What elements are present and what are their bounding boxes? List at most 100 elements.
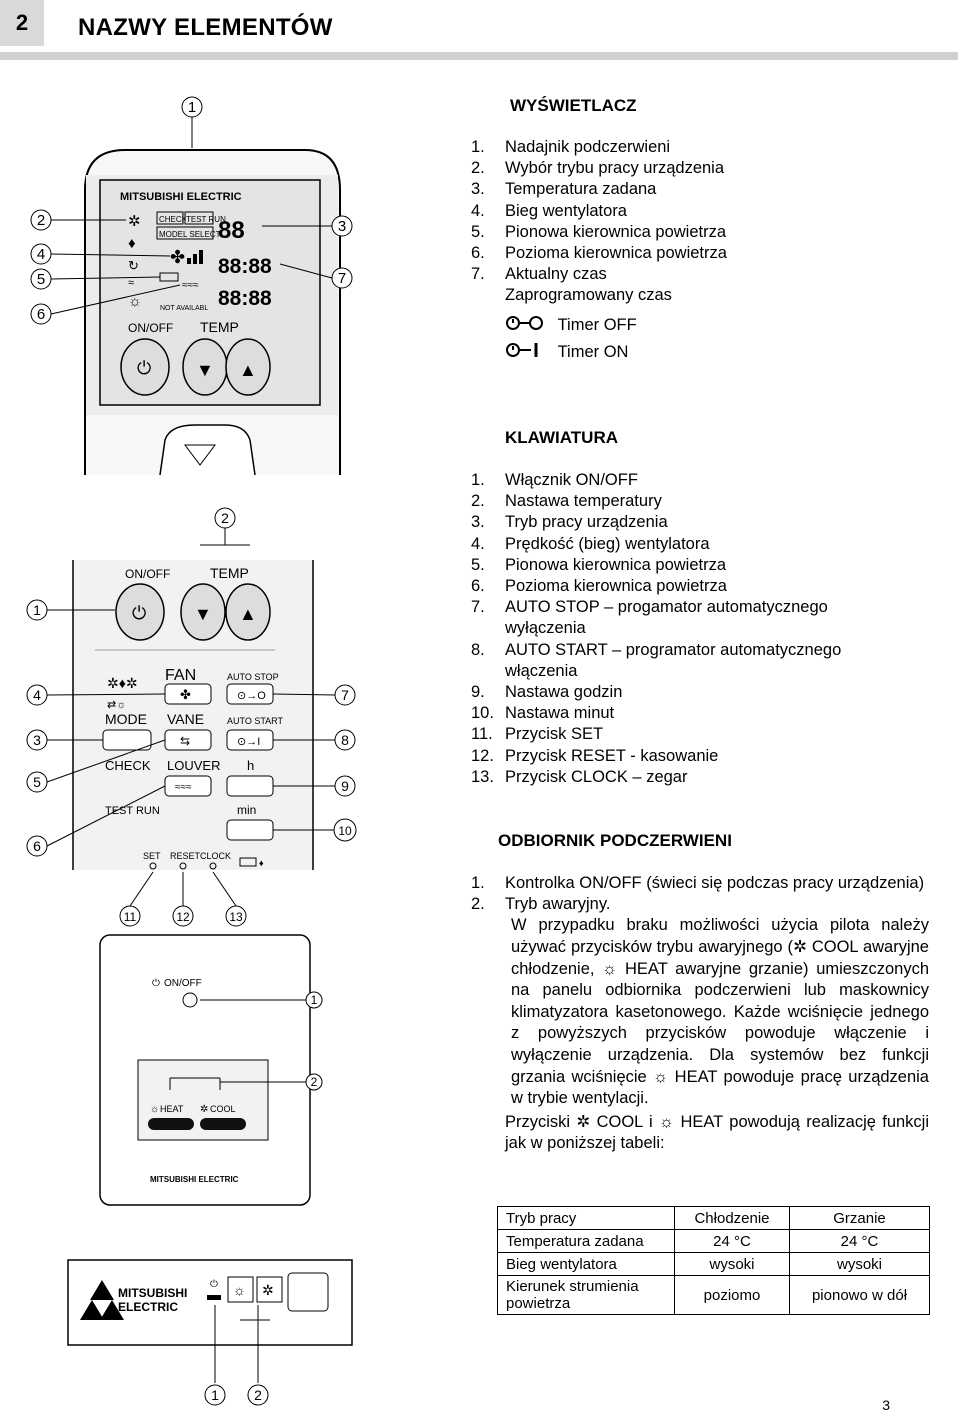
- keyboard-list-item: 5.Pionowa kierownica powietrza: [471, 555, 727, 574]
- svg-text:h: h: [247, 758, 254, 773]
- svg-text:ON/OFF: ON/OFF: [128, 321, 173, 335]
- svg-text:⇆: ⇆: [180, 734, 190, 748]
- svg-text:6: 6: [33, 838, 41, 854]
- table-cell: 24 °C: [674, 1229, 790, 1253]
- svg-text:⇄☼: ⇄☼: [107, 699, 126, 711]
- display-list-item: 7.Aktualny czas: [471, 265, 607, 284]
- heat-icon: ☼: [659, 1112, 675, 1131]
- svg-text:1: 1: [311, 993, 318, 1007]
- svg-text:♦: ♦: [128, 235, 136, 252]
- svg-text:VANE: VANE: [167, 711, 204, 727]
- table-cell: 24 °C: [789, 1229, 930, 1253]
- svg-text:NOT AVAILABL: NOT AVAILABL: [160, 305, 208, 312]
- display-list-item: 6.Pozioma kierownica powietrza: [471, 244, 727, 263]
- svg-text:ELECTRIC: ELECTRIC: [118, 1300, 178, 1314]
- table-cell: Bieg wentylatora: [497, 1252, 675, 1276]
- svg-text:LOUVER: LOUVER: [167, 758, 220, 773]
- remote-display-drawing: MITSUBISHI ELECTRIC ✲ ♦ ↻ ≈ ☼ CHECK TEST…: [30, 96, 353, 476]
- table-cell: poziomo: [674, 1275, 790, 1315]
- svg-text:MITSUBISHI ELECTRIC: MITSUBISHI ELECTRIC: [150, 1175, 239, 1184]
- keyboard-list-item: 1.Włącznik ON/OFF: [471, 471, 638, 489]
- timer-on-icon: [505, 341, 547, 364]
- svg-text:MODEL SELECT: MODEL SELECT: [159, 230, 221, 239]
- svg-text:☼: ☼: [128, 293, 142, 310]
- heat-icon: ☼: [602, 959, 618, 978]
- lcd-timer: 88:88: [218, 287, 272, 310]
- svg-text:✤: ✤: [180, 687, 191, 702]
- keyboard-list-item: 3.Tryb pracy urządzenia: [471, 513, 668, 532]
- svg-text:♦: ♦: [259, 858, 264, 868]
- keypad-drawing: ON/OFF TEMP ⏻ ▼ ▲ ✲♦✲ FAN AUTO STOP ✤ ⊙→…: [26, 507, 357, 927]
- section-title-display: WYŚWIETLACZ: [510, 96, 637, 115]
- triangle-up-icon: ▲: [239, 604, 257, 624]
- programmed-time-label: Zaprogramowany czas: [505, 286, 672, 304]
- svg-text:2: 2: [254, 1387, 262, 1403]
- svg-text:⏻: ⏻: [210, 1279, 218, 1290]
- table-cell: Temperatura zadana: [497, 1229, 675, 1253]
- svg-text:✲♦✲: ✲♦✲: [107, 675, 138, 691]
- chapter-number: 2: [0, 0, 44, 46]
- svg-text:7: 7: [341, 687, 349, 703]
- svg-text:CHECK: CHECK: [159, 215, 188, 224]
- svg-text:7: 7: [338, 270, 346, 287]
- svg-text:5: 5: [33, 774, 41, 790]
- keyboard-list-item: 4.Prędkość (bieg) wentylatora: [471, 534, 710, 553]
- remote-brand: MITSUBISHI ELECTRIC: [120, 191, 242, 203]
- table-cell: Tryb pracy: [497, 1206, 675, 1230]
- display-list-item: 1.Nadajnik podczerwieni: [471, 138, 671, 156]
- keyboard-list-item: 7.AUTO STOP – progamator automatycznego …: [471, 598, 828, 638]
- svg-text:8: 8: [341, 732, 349, 748]
- timer-on-row: Timer ON: [505, 341, 628, 364]
- table-cell: Grzanie: [789, 1206, 930, 1230]
- svg-text:TEST RUN: TEST RUN: [186, 215, 226, 224]
- section-title-keyboard: KLAWIATURA: [505, 428, 618, 447]
- table-cell: wysoki: [674, 1252, 790, 1276]
- svg-text:✲: ✲: [262, 1282, 274, 1298]
- svg-text:MODE: MODE: [105, 711, 147, 727]
- display-list-item: 2.Wybór trybu pracy urządzenia: [471, 159, 725, 178]
- svg-text:AUTO STOP: AUTO STOP: [227, 672, 279, 682]
- timer-off-icon: [505, 314, 547, 337]
- svg-text:≈≈≈: ≈≈≈: [182, 280, 199, 291]
- svg-text:9: 9: [341, 778, 349, 794]
- keyboard-list-item: 6.Pozioma kierownica powietrza: [471, 577, 727, 596]
- svg-text:✲: ✲: [200, 1104, 208, 1115]
- svg-text:12: 12: [176, 910, 190, 924]
- page-title: NAZWY ELEMENTÓW: [78, 14, 333, 41]
- display-list-item: 4.Bieg wentylatora: [471, 201, 627, 220]
- buttons-paragraph: Przyciski ✲ COOL i ☼ HEAT powodują reali…: [505, 1112, 929, 1152]
- keypad-callouts: 2 1 4 3 5 6 7 8 9 10 11 12 13: [26, 507, 357, 927]
- keyboard-list-item: 10.Nastawa minut: [471, 704, 615, 723]
- svg-text:13: 13: [229, 910, 243, 924]
- svg-text:5: 5: [37, 271, 45, 288]
- svg-text:4: 4: [33, 687, 41, 703]
- svg-text:SET: SET: [143, 851, 161, 861]
- svg-text:ON/OFF: ON/OFF: [125, 567, 170, 581]
- svg-text:COOL: COOL: [210, 1104, 236, 1114]
- svg-text:FAN: FAN: [165, 667, 196, 684]
- display-list-item: 5.Pionowa kierownica powietrza: [471, 222, 727, 241]
- keyboard-list-item: 13.Przycisk CLOCK – zegar: [471, 767, 688, 786]
- svg-text:☼: ☼: [150, 1104, 159, 1115]
- cassette-panel-drawing: MITSUBISHI ELECTRIC ⏻ ☼ ✲ 1 2: [67, 1259, 353, 1406]
- svg-text:TEMP: TEMP: [210, 565, 249, 581]
- svg-text:6: 6: [37, 306, 45, 323]
- svg-text:MITSUBISHI: MITSUBISHI: [118, 1286, 187, 1300]
- svg-text:RESET: RESET: [170, 851, 201, 861]
- triangle-down-icon: ▼: [196, 360, 214, 380]
- svg-text:⏻: ⏻: [152, 978, 160, 989]
- svg-text:2: 2: [311, 1075, 318, 1089]
- svg-text:3: 3: [33, 732, 41, 748]
- svg-text:1: 1: [188, 99, 196, 116]
- svg-text:2: 2: [37, 212, 45, 229]
- svg-text:1: 1: [33, 602, 41, 618]
- section-title-receiver: ODBIORNIK PODCZERWIENI: [498, 831, 732, 850]
- table-cell: wysoki: [789, 1252, 930, 1276]
- display-list-item: 3.Temperatura zadana: [471, 180, 657, 199]
- mode-icons-lcd: ✲: [128, 213, 141, 230]
